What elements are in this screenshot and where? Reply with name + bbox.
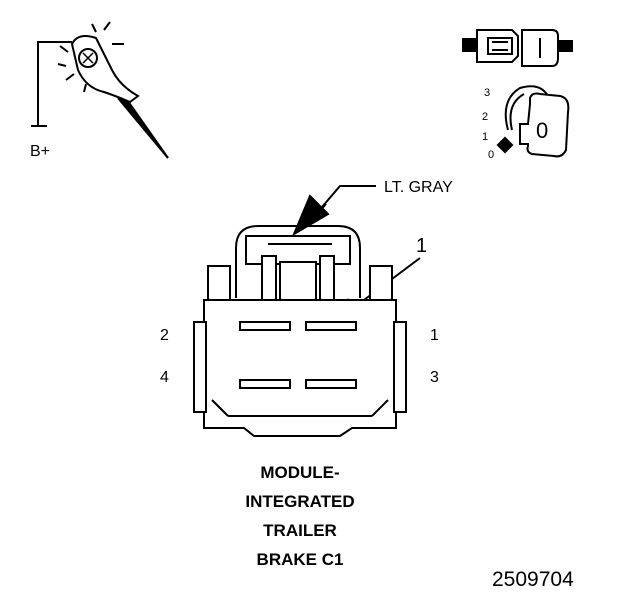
- pin-label-4: 4: [160, 369, 169, 386]
- cavity-1: [305, 321, 357, 331]
- callout-number: 1: [416, 235, 427, 257]
- connector-face: [193, 225, 407, 437]
- connector-title-line-1: MODULE-: [260, 463, 339, 482]
- connector-title-line-3: TRAILER: [263, 521, 337, 540]
- figure-number: 2509704: [492, 568, 574, 591]
- connector-title-line-4: BRAKE C1: [257, 550, 344, 569]
- connector-symbol-icon: [462, 29, 573, 67]
- pin-label-1: 1: [430, 327, 439, 344]
- key-position-0: 0: [488, 149, 494, 161]
- key-position-2: 2: [482, 111, 488, 123]
- key-position-3: 3: [484, 87, 490, 99]
- b-plus-label: B+: [30, 143, 50, 160]
- pin-label-2: 2: [160, 327, 169, 344]
- key-position-1: 1: [482, 131, 488, 143]
- wire-color-label: LT. GRAY: [384, 179, 453, 196]
- ignition-key-icon: [496, 85, 570, 158]
- connector-title-line-2: INTEGRATED: [245, 492, 354, 511]
- key-symbol: 0: [536, 118, 548, 143]
- pin-label-3: 3: [430, 369, 439, 386]
- test-light-icon: [31, 21, 169, 159]
- cavity-3: [305, 379, 357, 389]
- cavity-4: [239, 379, 291, 389]
- cavity-2: [239, 321, 291, 331]
